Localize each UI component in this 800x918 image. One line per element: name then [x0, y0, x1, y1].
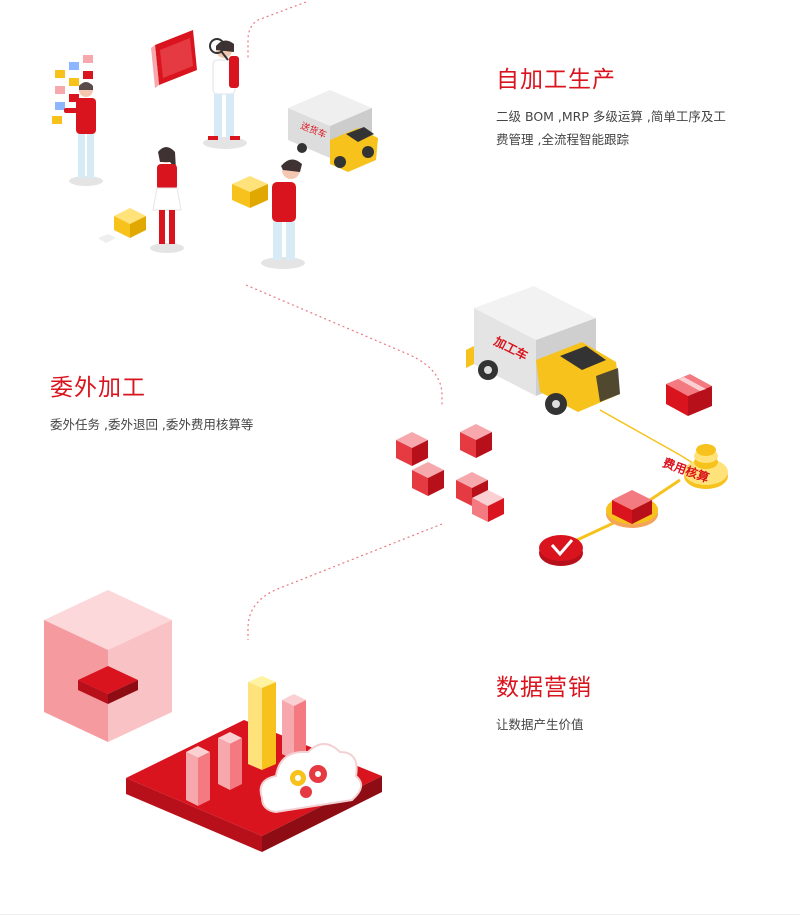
section-title: 数据营销 — [496, 675, 592, 701]
bar-columns — [186, 676, 306, 806]
worker-figure-4 — [232, 159, 302, 260]
processing-truck — [466, 286, 620, 415]
section-description-line: 让数据产生价值 — [496, 717, 584, 732]
section-description: 委外任务 ,委外退回 ,委外费用核算等 — [50, 413, 310, 436]
section-outsourcing: 委外加工 委外任务 ,委外退回 ,委外费用核算等 — [50, 373, 310, 436]
section-description-line: 二级 BOM ,MRP 多级运算 ,简单工序及工 — [496, 109, 726, 124]
sticky-notes-board — [52, 55, 93, 124]
section-title: 委外加工 — [50, 375, 146, 401]
cloud-gears — [259, 743, 363, 814]
red-board — [151, 30, 197, 88]
section-data-marketing: 数据营销 让数据产生价值 — [496, 673, 746, 736]
scene-data-marketing — [44, 590, 382, 852]
delivery-truck — [288, 90, 378, 172]
worker-figure-1 — [64, 82, 96, 178]
scene-outsourcing — [396, 286, 728, 566]
section-self-production: 自加工生产 二级 BOM ,MRP 多级运算 ,简单工序及工 费管理 ,全流程智… — [496, 65, 746, 151]
glass-cube — [44, 590, 172, 742]
coin-stack — [684, 444, 728, 489]
dotted-connectors — [245, 1, 443, 640]
small-yellow-box — [98, 208, 146, 243]
section-description-line: 委外任务 ,委外退回 ,委外费用核算等 — [50, 417, 254, 432]
red-cube-cluster — [396, 424, 504, 522]
bottom-divider — [0, 914, 800, 915]
section-description-line: 费管理 ,全流程智能跟踪 — [496, 132, 629, 147]
section-description: 让数据产生价值 — [496, 713, 746, 736]
check-badge — [539, 535, 583, 566]
worker-figure-2 — [208, 38, 240, 140]
worker-figure-3 — [152, 147, 182, 244]
box-on-disk — [606, 490, 658, 528]
red-gift-box — [666, 374, 712, 416]
section-title: 自加工生产 — [496, 67, 616, 93]
section-description: 二级 BOM ,MRP 多级运算 ,简单工序及工 费管理 ,全流程智能跟踪 — [496, 105, 746, 151]
scene-production — [52, 30, 378, 269]
